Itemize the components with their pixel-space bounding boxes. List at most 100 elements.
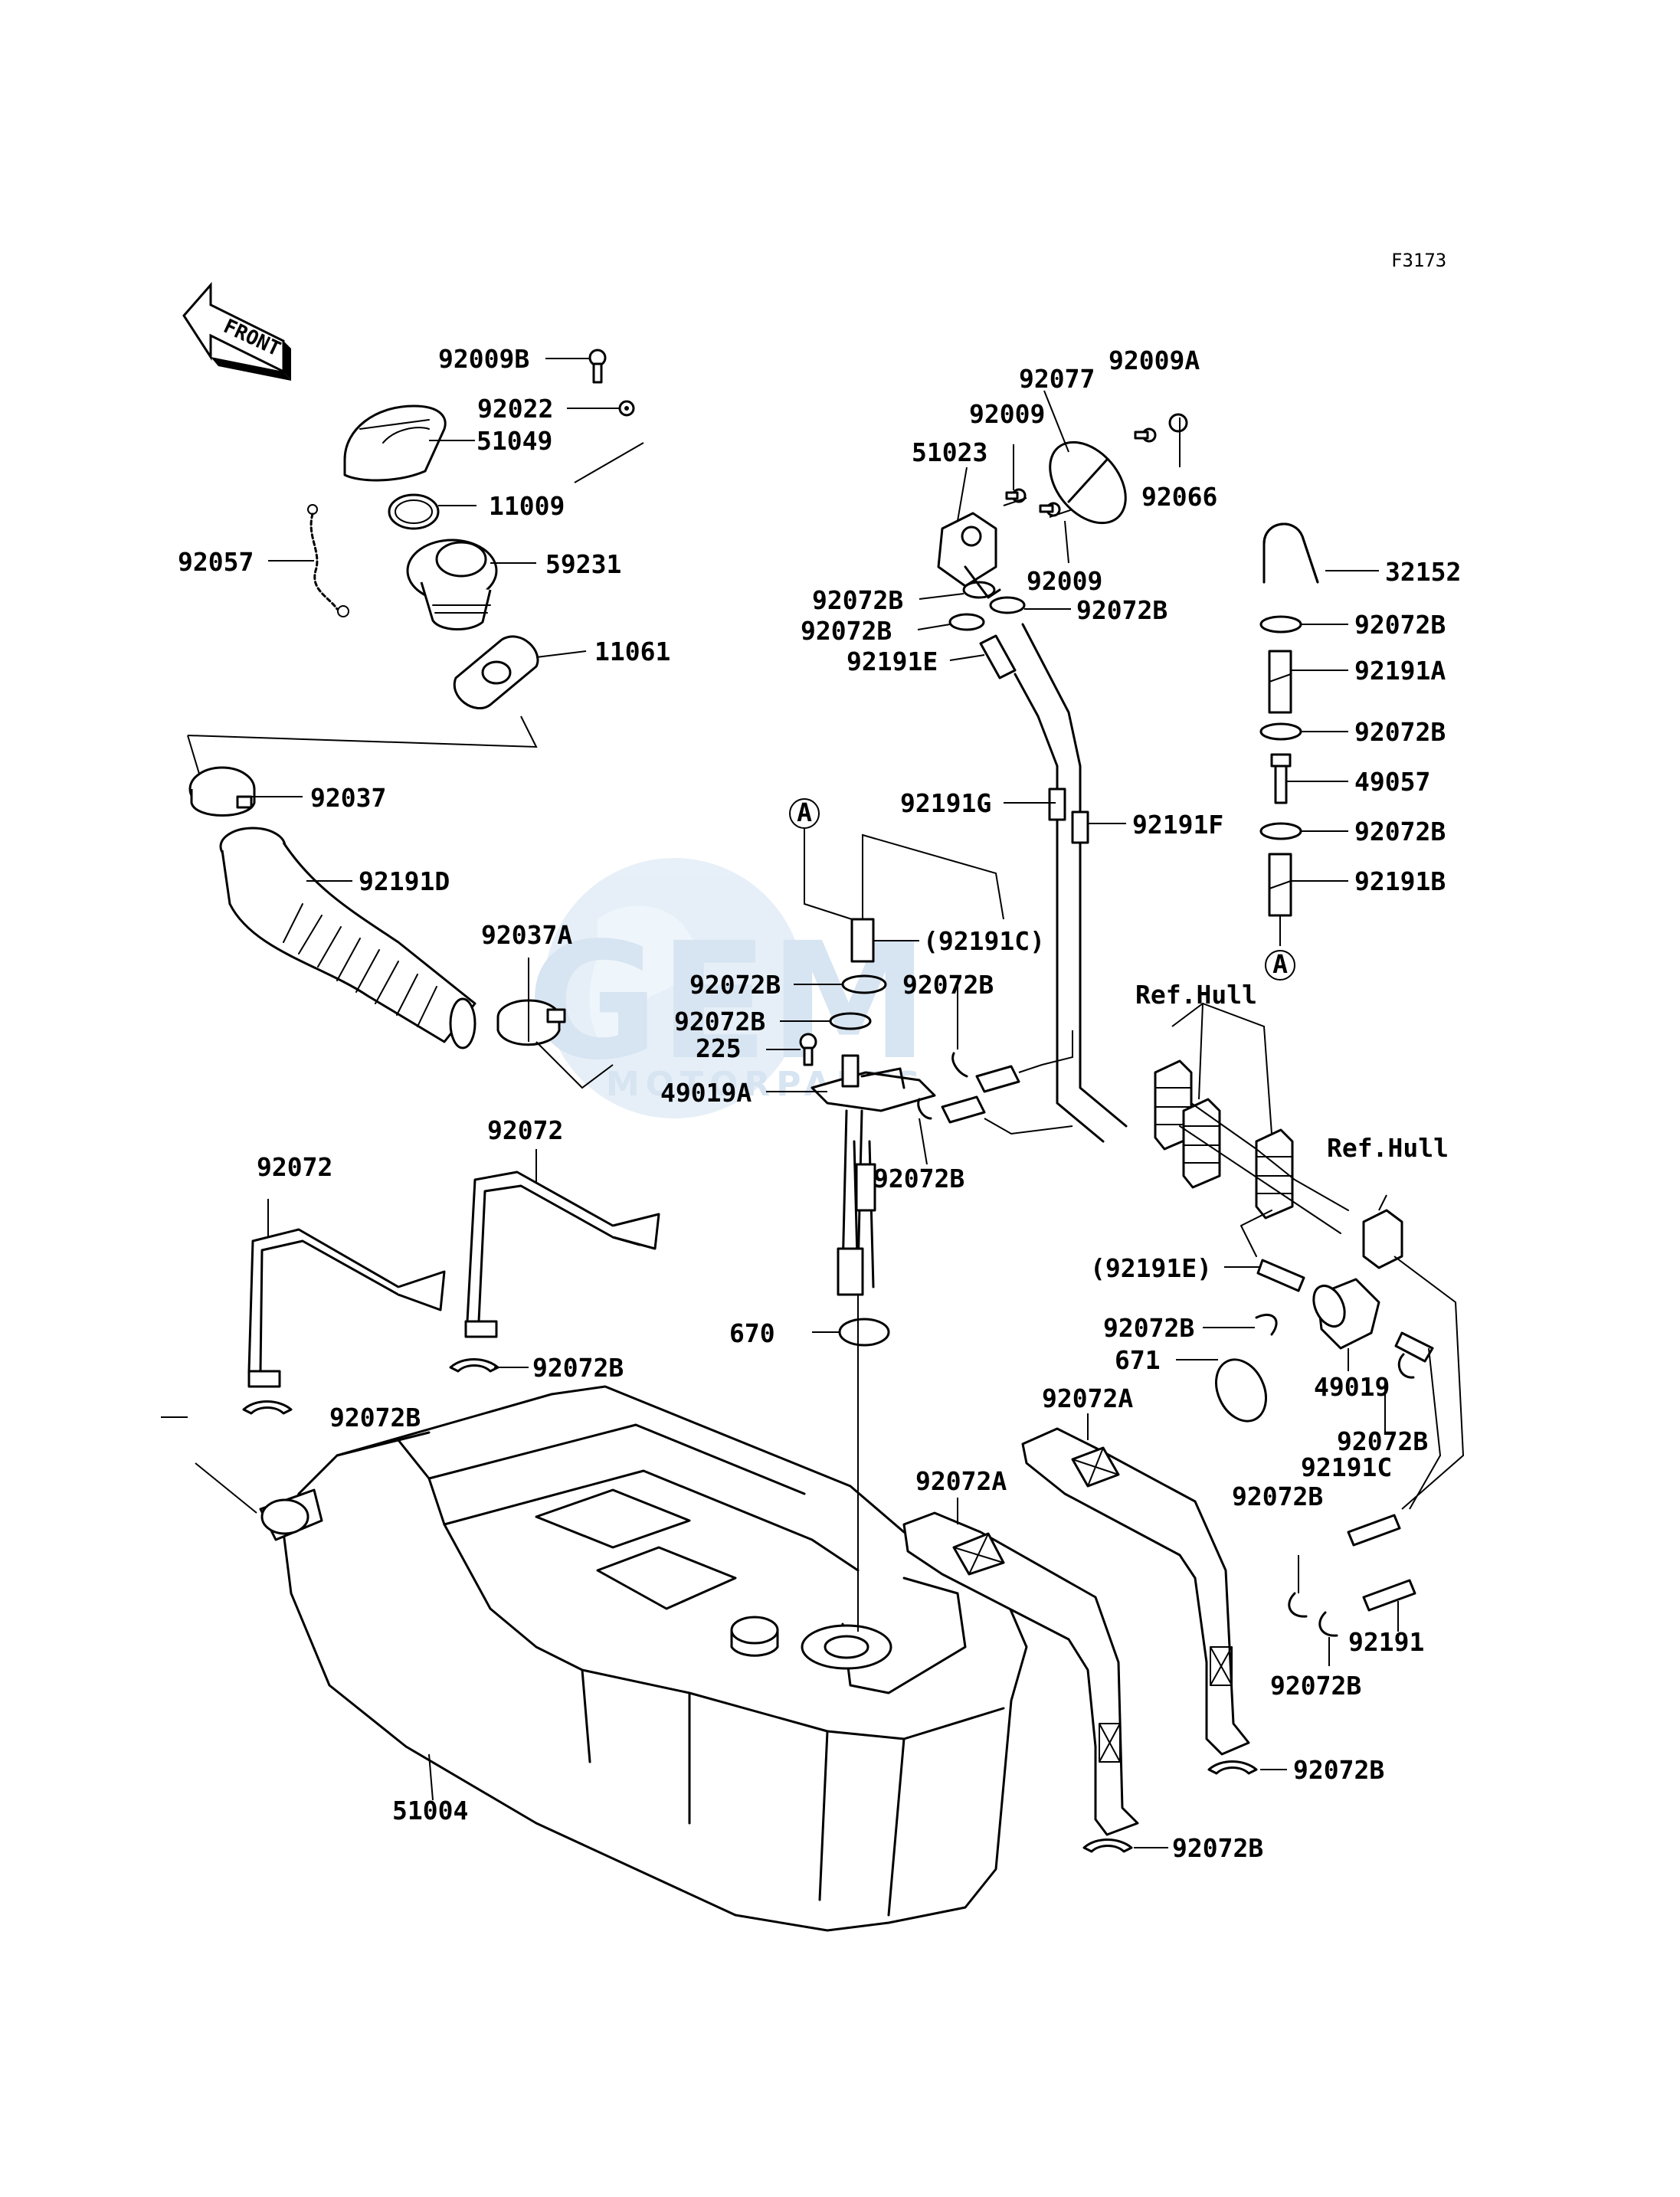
screw-92009-2 [1039, 502, 1061, 517]
part-label: 51049 [476, 426, 552, 456]
part-label: 92072B [873, 1164, 964, 1193]
clip-92072B-4 [829, 1012, 872, 1030]
part-label: 92191 [1348, 1627, 1424, 1657]
hose-92191E-ref [1256, 1259, 1305, 1292]
gasket-11061 [453, 635, 539, 710]
part-label: 92009 [1027, 566, 1102, 596]
fuel-tank-51004 [259, 1385, 1028, 1932]
part-label: 92072B [674, 1007, 765, 1036]
lines-92191G-F [1014, 623, 1128, 1143]
front-arrow-icon: FRONT [182, 282, 291, 381]
clip-92072B-11 [1259, 722, 1302, 741]
hose-92191C [1347, 1514, 1401, 1547]
marker-A-2: A [1265, 949, 1295, 981]
part-label: 92072B [1354, 817, 1446, 846]
part-label: (92191E) [1090, 1253, 1212, 1283]
part-label: 92072B [1076, 595, 1167, 625]
clip-92072B-8 [948, 613, 985, 631]
part-label: 225 [696, 1033, 742, 1063]
part-label: 92009 [969, 399, 1045, 429]
part-label: 92072B [689, 970, 781, 1000]
part-label: 92037 [310, 783, 386, 813]
part-label: 92009B [438, 344, 529, 374]
clip-92072B-14 [1397, 1353, 1415, 1379]
strap-92072-right [464, 1171, 660, 1338]
valve-51023 [937, 512, 1001, 599]
part-label: 670 [729, 1318, 775, 1348]
clip-92072B-15 [1288, 1592, 1308, 1618]
clip-92072B-1 [449, 1358, 499, 1373]
hose-32152 [1262, 522, 1319, 584]
part-label: 92066 [1141, 482, 1217, 512]
oring-670 [838, 1318, 890, 1347]
part-label: 92072A [915, 1466, 1007, 1496]
part-label: 92191C [1301, 1452, 1392, 1482]
leader-lines [161, 358, 1386, 1848]
ref-hull-label-2: Ref.Hull [1327, 1133, 1449, 1163]
cap-51049 [343, 404, 447, 482]
oring-671 [1215, 1358, 1267, 1423]
clip-block-2 [1182, 1098, 1221, 1189]
part-label: 92072B [1172, 1833, 1263, 1863]
part-label: 92191B [1354, 866, 1446, 896]
screw-225 [799, 1033, 817, 1066]
clip-92072B-6 [917, 1098, 932, 1120]
part-label: 59231 [545, 549, 621, 579]
part-label: (92191C) [923, 926, 1045, 956]
part-label: 92072 [487, 1115, 563, 1145]
strap-92072A-left [902, 1511, 1139, 1836]
part-label: 92191E [847, 647, 938, 676]
marker-A-2-text: A [1272, 949, 1288, 979]
part-label: 92072B [1232, 1482, 1323, 1511]
part-label: 32152 [1385, 557, 1461, 587]
part-label: 92191D [359, 866, 450, 896]
strap-92072A-right [1021, 1427, 1250, 1756]
part-label: 92072B [812, 585, 903, 615]
part-label: 92072B [1103, 1313, 1194, 1343]
diagram-code: F3173 [1391, 250, 1446, 271]
clip-block-4 [1362, 1209, 1403, 1269]
part-label: 92072B [1354, 610, 1446, 640]
fuel-filter-49019 [1312, 1278, 1380, 1350]
part-label: 11061 [594, 637, 670, 666]
screw-92009A [1134, 427, 1157, 443]
part-label: 92072B [801, 616, 892, 646]
hose-92191C-ref [850, 833, 1004, 963]
part-label: 49057 [1354, 767, 1430, 797]
knob-92077 [1049, 440, 1127, 525]
clip-92072B-5 [951, 1052, 968, 1078]
part-label: 92072B [329, 1403, 421, 1432]
clip-92072B-9 [989, 596, 1026, 614]
part-label: 92072B [902, 970, 994, 1000]
washer-92022 [618, 400, 635, 417]
part-label: 92072A [1042, 1383, 1133, 1413]
hose-92191D [219, 827, 476, 1049]
labels: Ref.Hull Ref.Hull 92009B 92022 51049 110… [178, 344, 1461, 1863]
clip-92072B-17 [1207, 1760, 1258, 1775]
hose-92191E [979, 634, 1017, 679]
clip-92072B-2 [242, 1400, 293, 1415]
part-label: 92077 [1019, 364, 1095, 394]
clamp-92037 [188, 766, 256, 817]
clip-92072B-13 [1255, 1313, 1278, 1336]
hose-92191 [1362, 1579, 1416, 1612]
clip-92072B-12 [1259, 822, 1302, 840]
joint-49057 [1270, 753, 1292, 804]
oring-11009 [388, 493, 440, 530]
clip-92072B-7 [962, 581, 996, 599]
nut-92066 [1168, 413, 1188, 433]
part-label: 92072B [1293, 1755, 1384, 1785]
marker-A-1: A [789, 797, 853, 920]
filler-neck-59231 [406, 539, 498, 630]
bolt-92009B [588, 349, 607, 384]
part-label: 92072 [257, 1152, 332, 1182]
part-label: 92072B [532, 1353, 624, 1383]
part-label: 92191A [1354, 656, 1446, 686]
part-label: 92009A [1109, 345, 1200, 375]
part-label: 92191F [1132, 810, 1223, 840]
tether-92057 [307, 504, 349, 617]
part-label: 671 [1115, 1345, 1161, 1375]
part-label: 51023 [912, 437, 987, 467]
strap-92072-left [247, 1228, 446, 1388]
